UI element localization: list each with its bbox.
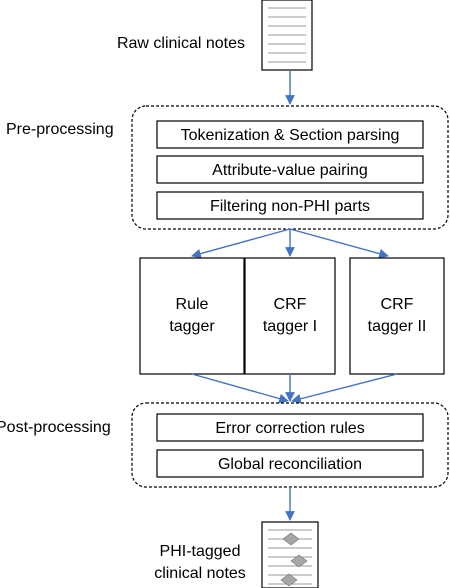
- preprocessing-step-label: Filtering non-PHI parts: [210, 198, 370, 215]
- phi-tag-marker-icon: [280, 573, 298, 587]
- crf-tagger-1-label: tagger I: [263, 318, 317, 335]
- phi-tagged-notes-label: clinical notes: [154, 565, 246, 582]
- arrow-crf-tagger-2-to-postprocessing: [291, 373, 398, 404]
- postprocessing-label: Post-processing: [0, 419, 111, 436]
- raw-notes-label: Raw clinical notes: [117, 35, 245, 52]
- raw-notes-document-icon: [261, 0, 313, 71]
- arrow-preprocessing-to-crf-tagger-2: [289, 228, 389, 259]
- phi-tag-marker-icon: [290, 554, 308, 568]
- crf-tagger-1-box: [244, 257, 336, 375]
- preprocessing-step-box: [156, 120, 424, 149]
- arrow-preprocessing-to-rule-tagger: [191, 228, 291, 259]
- rule-tagger-label: tagger: [169, 318, 215, 335]
- crf-tagger-2-label: tagger II: [368, 318, 427, 335]
- preprocessing-step-box: [156, 155, 424, 184]
- crf-tagger-2-box: [349, 257, 445, 375]
- rule-tagger-box: [139, 257, 245, 375]
- postprocessing-step-box: [156, 413, 424, 442]
- preprocessing-step-label: Attribute-value pairing: [212, 162, 368, 179]
- rule-tagger-label: Rule: [176, 296, 209, 313]
- preprocessing-label: Pre-processing: [6, 121, 114, 138]
- postprocessing-step-label: Global reconciliation: [218, 456, 362, 473]
- arrow-rule-tagger-to-postprocessing: [191, 373, 289, 404]
- preprocessing-step-box: [156, 191, 424, 220]
- crf-tagger-2-label: CRF: [381, 296, 414, 313]
- crf-tagger-1-label: CRF: [274, 296, 307, 313]
- phi-tagged-notes-label: PHI-tagged: [160, 543, 241, 560]
- phi-tag-marker-icon: [282, 532, 300, 546]
- postprocessing-step-label: Error correction rules: [215, 420, 364, 437]
- phi-tagged-document-icon: [261, 521, 319, 588]
- postprocessing-step-box: [156, 449, 424, 478]
- preprocessing-step-label: Tokenization & Section parsing: [181, 127, 400, 144]
